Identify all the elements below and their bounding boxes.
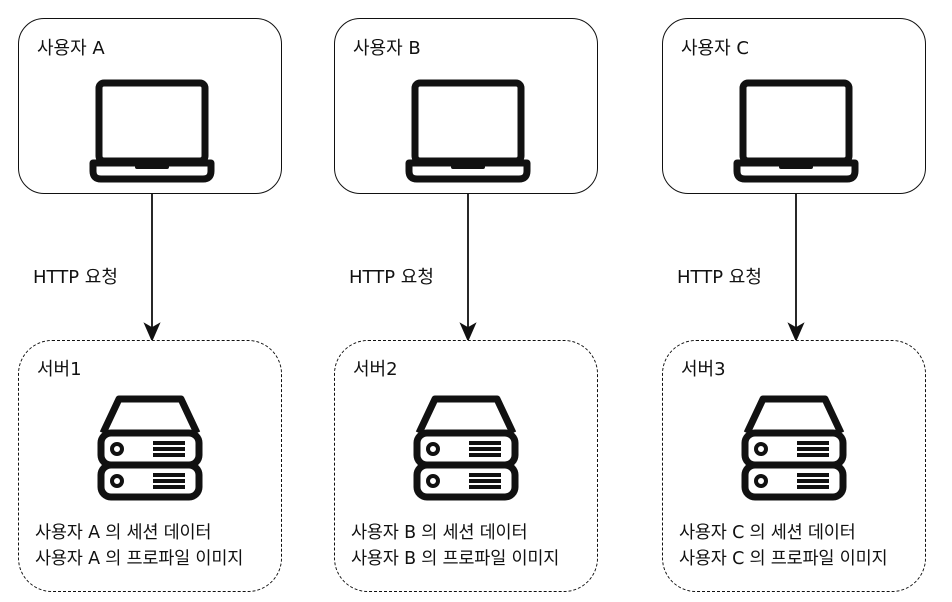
server-box: 서버3 사용자 C 의 세션 데이터 사용자 C 의 프로파일 이미지 (662, 340, 926, 592)
user-label: 사용자 B (353, 38, 421, 59)
server-label: 서버2 (353, 359, 398, 380)
profile-image-text: 사용자 A 의 프로파일 이미지 (35, 549, 244, 569)
laptop-icon (733, 79, 859, 183)
request-arrow (459, 194, 477, 342)
column-user-c: 사용자 C HTTP 요청 서버3 사용자 C 의 세션 데이터 사용자 C 의… (662, 0, 932, 602)
request-label: HTTP 요청 (349, 267, 434, 288)
laptop-icon (405, 79, 531, 183)
server-box: 서버1 사용자 A 의 세션 데이터 사용자 A 의 프로파일 이미지 (18, 340, 282, 592)
server-icon (413, 395, 519, 501)
session-data-text: 사용자 C 의 세션 데이터 (679, 523, 856, 543)
server-icon (741, 395, 847, 501)
user-label: 사용자 A (37, 38, 105, 59)
profile-image-text: 사용자 B 의 프로파일 이미지 (351, 549, 560, 569)
user-box: 사용자 B (334, 18, 598, 194)
user-box: 사용자 A (18, 18, 282, 194)
server-box: 서버2 사용자 B 의 세션 데이터 사용자 B 의 프로파일 이미지 (334, 340, 598, 592)
request-arrow (787, 194, 805, 342)
request-label: HTTP 요청 (33, 267, 118, 288)
server-icon (97, 395, 203, 501)
request-label: HTTP 요청 (677, 267, 762, 288)
column-user-a: 사용자 A HTTP 요청 서버1 사용자 A 의 세션 데이터 사용자 A (18, 0, 288, 602)
session-data-text: 사용자 A 의 세션 데이터 (35, 523, 212, 543)
profile-image-text: 사용자 C 의 프로파일 이미지 (679, 549, 888, 569)
server-label: 서버3 (681, 359, 726, 380)
server-label: 서버1 (37, 359, 82, 380)
user-label: 사용자 C (681, 38, 749, 59)
session-data-text: 사용자 B 의 세션 데이터 (351, 523, 528, 543)
user-box: 사용자 C (662, 18, 926, 194)
laptop-icon (89, 79, 215, 183)
request-arrow (143, 194, 161, 342)
column-user-b: 사용자 B HTTP 요청 서버2 사용자 B 의 세션 데이터 사용자 B 의… (334, 0, 604, 602)
